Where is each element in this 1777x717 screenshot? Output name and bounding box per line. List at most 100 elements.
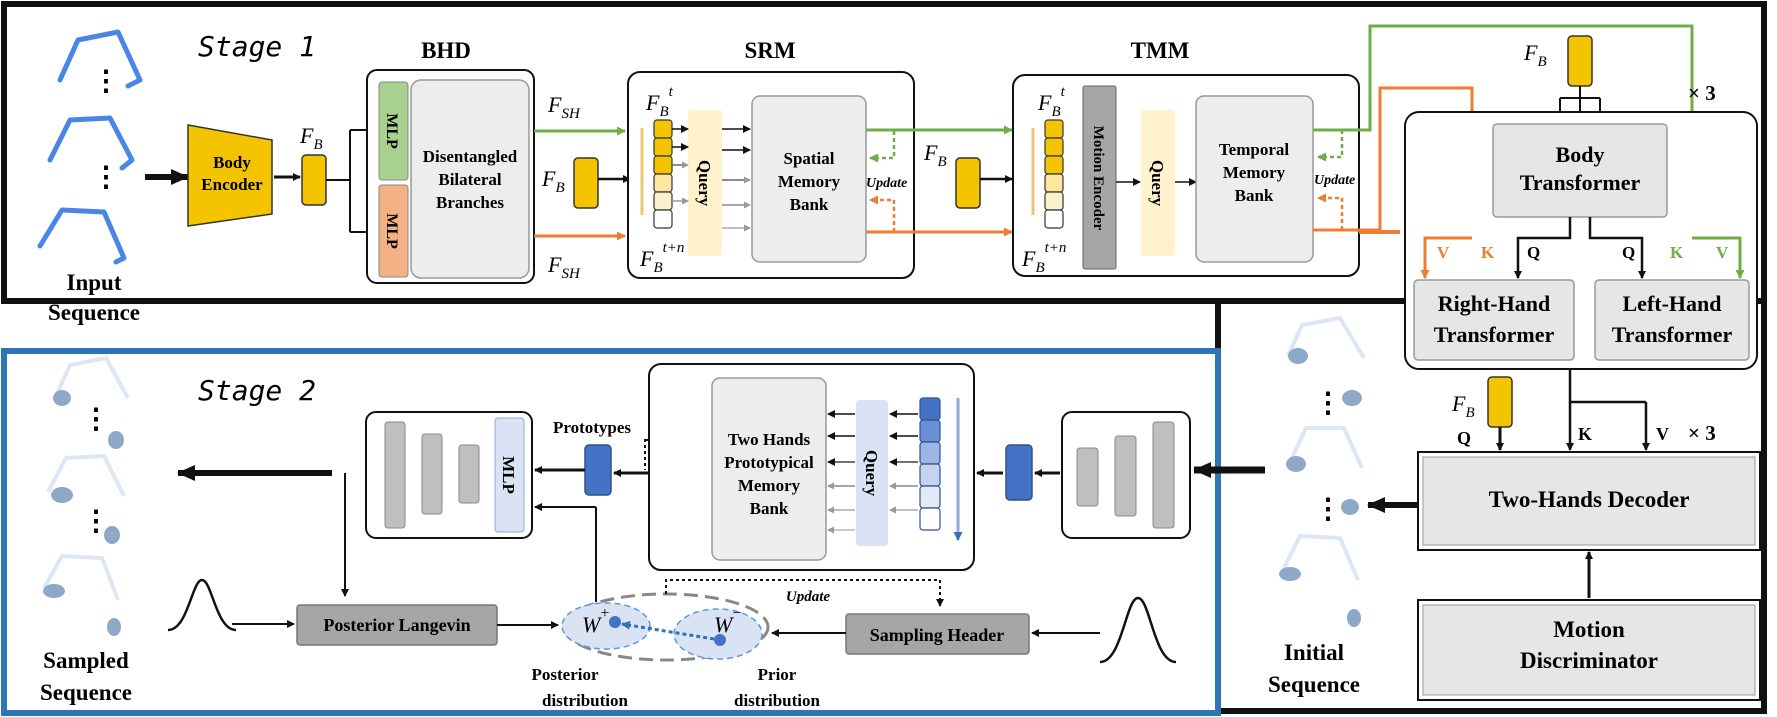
fb-label: FB (1451, 391, 1475, 421)
body-transformer-label: Transformer (1520, 170, 1641, 195)
update-label: Update (1314, 173, 1355, 188)
feature-token (573, 157, 599, 209)
discriminator-label: Discriminator (1520, 648, 1658, 673)
body-transformer-label: Body (1556, 142, 1605, 167)
sampled-sequence-icons (42, 355, 130, 636)
posterior-langevin-label: Posterior Langevin (323, 615, 470, 635)
green-stream (1313, 24, 1697, 279)
fb-label: FB (299, 123, 323, 153)
layer-block (1152, 421, 1175, 529)
layer-block (1114, 435, 1137, 517)
q-label: Q (1527, 243, 1540, 262)
layer-block (1076, 447, 1099, 507)
token-label-t: FBt (645, 84, 674, 120)
k-label: K (1578, 424, 1592, 444)
input-label: Sequence (48, 300, 140, 325)
query-arrows (827, 410, 918, 534)
body-encoder-box (187, 124, 273, 227)
v-label: V (1656, 424, 1669, 444)
skeleton-hand-icon (47, 115, 135, 171)
skeleton-hand-icon (37, 207, 127, 265)
q-branch (1514, 217, 1572, 279)
tmm-title: TMM (1131, 38, 1190, 63)
update-arrow-green (1317, 130, 1344, 162)
initial-label: Sequence (1268, 672, 1360, 697)
discriminator-inner (1422, 604, 1756, 696)
skeleton-hand-icon (53, 355, 130, 399)
k-label: K (1481, 243, 1495, 262)
token-stack (1044, 119, 1064, 229)
posterior-point (609, 616, 621, 628)
w-minus-label: W− (714, 605, 741, 637)
temporal-memory-bank (1195, 95, 1314, 263)
skeleton-hand-icon (1286, 315, 1366, 360)
token-stack (653, 119, 673, 229)
query-box (856, 400, 888, 546)
skeleton-hand-icon (1282, 533, 1360, 581)
kv-lines (1568, 370, 1646, 404)
prior-label: distribution (734, 691, 821, 710)
stage1-frame (1, 1, 1767, 304)
skeleton-hand-icon (46, 453, 126, 497)
query-label: Query (862, 450, 881, 497)
left-hand-label: Left-Hand (1623, 291, 1722, 316)
feature-token-blue (1005, 444, 1033, 501)
ellipsis: ⋮ (82, 404, 110, 435)
v-label: V (1716, 243, 1729, 262)
fb-label: FB (541, 166, 565, 196)
token-label-tn: FBt+n (1021, 240, 1066, 276)
ellipsis: ⋮ (92, 66, 120, 97)
initial-label: Initial (1284, 640, 1344, 665)
posterior-label: distribution (542, 691, 629, 710)
right-hand-label: Right-Hand (1438, 291, 1550, 316)
right-hand-label: Transformer (1434, 322, 1555, 347)
mlp-module (365, 411, 533, 539)
decoder-inner (1422, 456, 1756, 546)
stage2-frame (1, 348, 1221, 716)
branches-label: Disentangled (423, 147, 518, 166)
bank-label: Bank (1235, 186, 1274, 205)
q-branch (1588, 217, 1646, 279)
skeleton-hand-icon (57, 29, 143, 89)
discriminator-label: Motion (1553, 617, 1625, 642)
query-arrows (672, 125, 751, 232)
right-hand-transformer (1413, 279, 1575, 361)
query-label: Query (1148, 160, 1167, 207)
decoder-repeat: × 3 (1688, 421, 1716, 445)
q-label: Q (1457, 428, 1471, 448)
prototypes-label: Prototypes (553, 418, 631, 437)
update-dashed (665, 579, 944, 607)
feature-token (955, 157, 981, 209)
bank-label: Memory (738, 476, 801, 495)
body-encoder-label: Body (213, 153, 251, 172)
update-arrow-orange (1317, 193, 1344, 230)
prior-label: Prior (758, 665, 797, 684)
body-transformer (1492, 123, 1668, 218)
fsh-label: FSH (547, 92, 581, 122)
bank-label: Spatial (783, 149, 834, 168)
q-label: Q (1622, 243, 1635, 262)
prior-point (714, 634, 726, 646)
body-encoder-label: Encoder (201, 175, 263, 194)
branches-label: Branches (436, 193, 504, 212)
fork-lines (326, 129, 374, 233)
w-plus-label: W+ (582, 605, 609, 637)
srm-title: SRM (744, 38, 795, 63)
mlp-label: MLP (383, 213, 400, 249)
mlp-block-blue (494, 417, 525, 533)
motion-encoder-label: Motion Encoder (1090, 126, 1106, 231)
bank-label: Two Hands (728, 430, 811, 449)
stage2-title: Stage 2 (198, 374, 316, 407)
token-label-t: FBt (1037, 84, 1066, 120)
v-branch-green (1692, 236, 1745, 279)
update-label: Update (866, 176, 907, 191)
mlp-block-orange (378, 184, 409, 278)
fb-label: FB (923, 140, 947, 170)
skeleton-hand-icon (42, 553, 120, 601)
token-label-tn: FBt+n (639, 240, 684, 276)
layer-block (421, 433, 443, 515)
feature-token (1567, 35, 1593, 87)
bank-label: Bank (750, 499, 789, 518)
fsh-label: FSH (547, 252, 581, 282)
